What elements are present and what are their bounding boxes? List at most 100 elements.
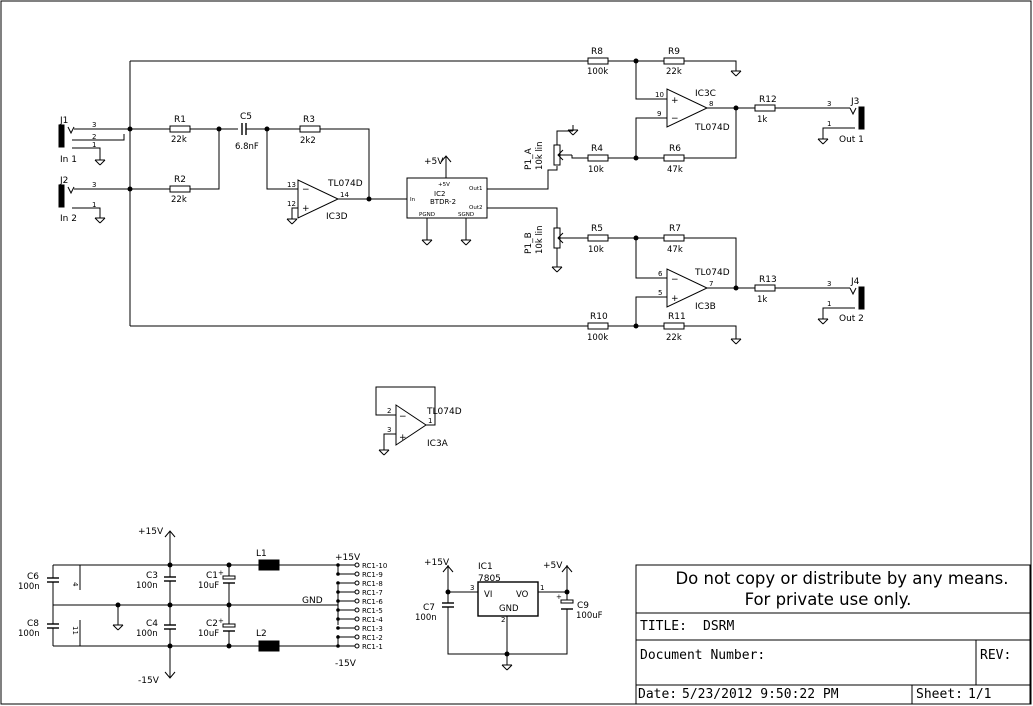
power-supply-filter: +15V -15V C6 100n C8 100n 4 11 [18, 527, 361, 686]
rc1-pin-junction [336, 572, 340, 576]
svg-text:10uF: 10uF [198, 629, 219, 639]
svg-text:3: 3 [827, 100, 831, 108]
svg-text:R2: R2 [174, 175, 186, 185]
resistor-r12: R12 1k [754, 95, 777, 125]
svg-text:2: 2 [92, 133, 96, 141]
svg-text:R5: R5 [591, 224, 603, 234]
rc1-pin-terminal [354, 598, 360, 604]
svg-text:100n: 100n [136, 629, 158, 639]
svg-text:R8: R8 [591, 47, 603, 57]
svg-text:VO: VO [516, 590, 529, 600]
svg-text:IC1: IC1 [478, 562, 493, 572]
rc1-pin-terminal [354, 571, 360, 577]
ic2-btdr2: In +5V IC2 BTDR-2 Out1 Out2 PGND SGND +5… [406, 155, 488, 246]
resistor-r4: R4 10k [587, 144, 609, 175]
svg-text:In 2: In 2 [60, 214, 77, 224]
svg-text:10uF: 10uF [198, 581, 219, 591]
svg-text:22k: 22k [171, 135, 187, 145]
rc1-pin-junction [336, 599, 340, 603]
document-number-label: Document Number: [640, 648, 765, 663]
svg-text:1: 1 [428, 417, 432, 425]
svg-text:−: − [671, 275, 679, 285]
svg-text:10k: 10k [588, 245, 604, 255]
capacitor-c2: + C2 10uF [198, 605, 236, 646]
svg-text:+5V: +5V [543, 561, 563, 571]
svg-text:TL074D: TL074D [694, 123, 730, 133]
svg-text:In: In [410, 197, 416, 203]
rc1-pin-terminal [354, 616, 360, 622]
opamp-ic3c: + − 10 9 8 IC3C TL074D [635, 61, 755, 158]
svg-text:7: 7 [709, 280, 713, 288]
svg-text:+: + [302, 204, 310, 214]
rc1-pin-label: RC1-5 [362, 607, 383, 615]
rc1-pin-junction [336, 644, 340, 648]
svg-text:+: + [218, 569, 224, 577]
svg-text:10k: 10k [588, 165, 604, 175]
rc1-pin-label: RC1-2 [362, 634, 383, 642]
rc1-pin-junction [336, 581, 340, 585]
svg-text:1: 1 [540, 584, 544, 592]
rc1-pin-junction [336, 608, 340, 612]
date-value: 5/23/2012 9:50:22 PM [682, 687, 839, 702]
rc1-pin-junction [336, 563, 340, 567]
connector-j2: J2 In 2 3 1 [58, 176, 131, 224]
rc1-pin-terminal [354, 589, 360, 595]
svg-text:3: 3 [827, 280, 831, 288]
svg-text:+15V: +15V [138, 527, 164, 537]
svg-text:J1: J1 [59, 116, 68, 126]
svg-text:22k: 22k [666, 67, 682, 77]
potentiometer-p1a: P1_A 10k lin [524, 141, 572, 170]
svg-text:R13: R13 [759, 275, 777, 285]
svg-text:+: + [671, 96, 679, 106]
connector-j4: J4 Out 2 3 1 [817, 277, 865, 325]
svg-text:BTDR-2: BTDR-2 [430, 198, 456, 206]
svg-text:R10: R10 [590, 312, 608, 322]
svg-text:J4: J4 [850, 277, 860, 287]
svg-text:22k: 22k [666, 333, 682, 343]
svg-text:1: 1 [92, 141, 96, 149]
svg-text:-15V: -15V [335, 659, 357, 669]
connector-j1: J1 In 1 3 2 1 [58, 116, 131, 166]
opamp-ic3a: − + 1 2 3 TL074D IC3A [375, 386, 462, 456]
svg-text:5: 5 [658, 289, 662, 297]
svg-text:C6: C6 [27, 572, 39, 582]
svg-text:+5V: +5V [424, 157, 444, 167]
svg-text:10k lin: 10k lin [535, 141, 545, 170]
rc1-pin-label: RC1-4 [362, 616, 383, 624]
svg-text:C4: C4 [146, 619, 158, 629]
svg-text:7805: 7805 [478, 574, 501, 584]
svg-text:1k: 1k [757, 115, 767, 125]
svg-text:22k: 22k [171, 195, 187, 205]
svg-text:C7: C7 [423, 603, 435, 613]
title-label: TITLE: [640, 619, 687, 634]
svg-text:47k: 47k [667, 245, 683, 255]
inductor-l2: L2 [256, 629, 280, 652]
svg-text:GND: GND [302, 596, 323, 606]
svg-text:11: 11 [71, 626, 79, 635]
resistor-r9: R9 22k [663, 47, 685, 77]
capacitor-c8: C8 100n [18, 605, 59, 646]
rc1-pin-terminal [354, 580, 360, 586]
svg-text:1: 1 [92, 201, 96, 209]
svg-text:VI: VI [484, 590, 492, 600]
svg-text:J2: J2 [59, 176, 68, 186]
rc1-pin-label: RC1-7 [362, 589, 383, 597]
svg-text:−: − [399, 412, 407, 422]
svg-text:8: 8 [709, 100, 713, 108]
rc1-pin-label: RC1-1 [362, 643, 383, 651]
svg-text:IC3A: IC3A [427, 439, 449, 449]
opamp-ic3d: − + 13 12 14 TL074D IC3D [266, 129, 407, 225]
resistor-r1: R1 22k [169, 115, 191, 145]
svg-text:J3: J3 [850, 97, 859, 107]
svg-text:In 1: In 1 [60, 155, 77, 165]
notice-line-2: For private use only. [745, 590, 912, 609]
resistor-r3: R3 2k2 [299, 115, 321, 146]
rc1-pin-junction [336, 590, 340, 594]
svg-text:6.8nF: 6.8nF [235, 142, 259, 152]
svg-text:Out1: Out1 [469, 186, 482, 192]
svg-text:+15V: +15V [424, 558, 450, 568]
resistor-r8: R8 100k [587, 47, 609, 77]
svg-text:R4: R4 [591, 144, 603, 154]
svg-text:+: + [399, 433, 407, 443]
